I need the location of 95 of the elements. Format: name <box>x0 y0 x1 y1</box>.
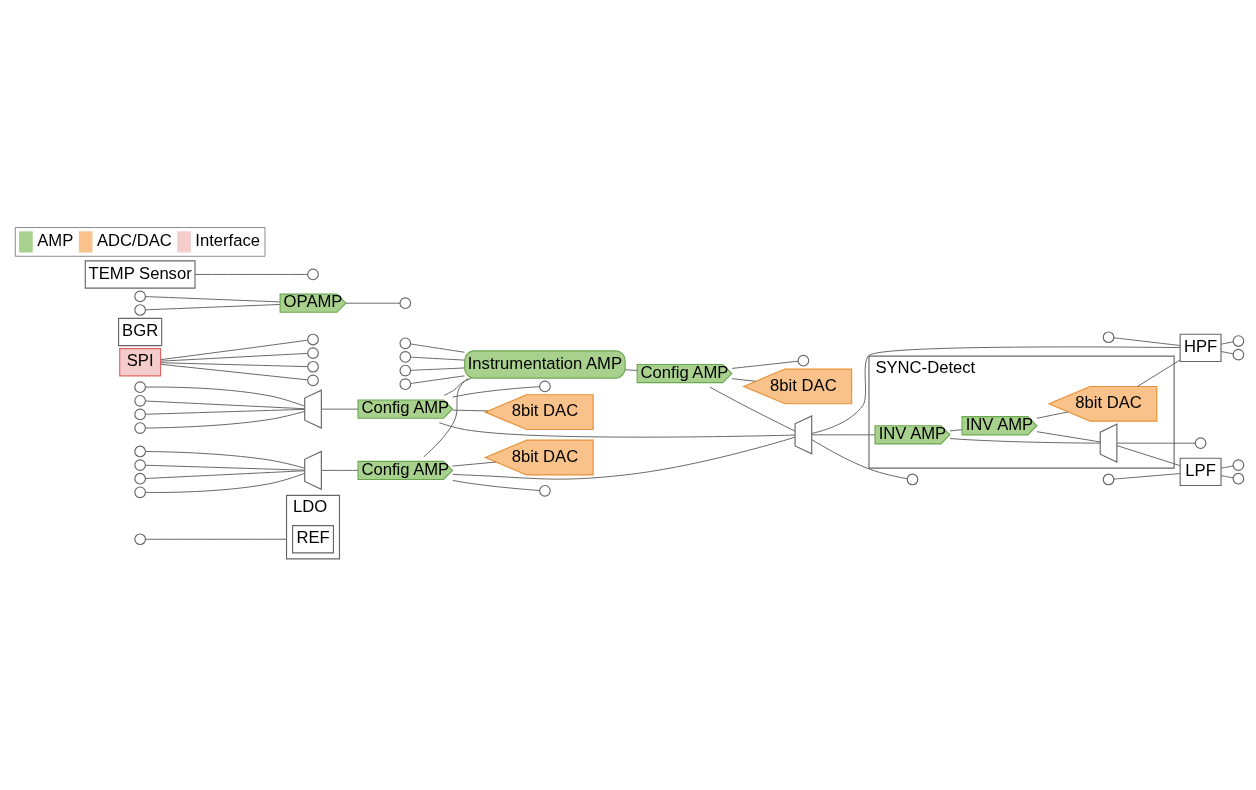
node-circle <box>399 296 412 309</box>
connector <box>624 368 638 371</box>
connector <box>452 461 497 467</box>
connector <box>811 438 908 479</box>
connector <box>321 469 359 471</box>
node-circle <box>399 364 412 376</box>
connector <box>709 386 796 432</box>
node-box: BGR <box>118 317 163 346</box>
connector <box>194 273 309 275</box>
connector <box>1220 474 1234 478</box>
legend-label: ADC/DAC <box>97 230 172 250</box>
node-trapezoid <box>1099 422 1118 463</box>
connector <box>345 302 401 304</box>
connector <box>452 409 489 411</box>
connector <box>1220 350 1234 354</box>
connector <box>410 356 465 361</box>
connector <box>452 385 540 398</box>
node-circle <box>1232 348 1245 360</box>
node-circle <box>1232 334 1245 347</box>
node-circle <box>134 394 146 407</box>
node-circle <box>1102 330 1115 343</box>
node-circle <box>906 473 919 485</box>
node-circle <box>307 360 319 373</box>
node-circle <box>307 333 319 345</box>
connector <box>1220 340 1234 345</box>
node-circle <box>134 421 146 434</box>
connector <box>1116 444 1181 466</box>
connector <box>145 464 306 471</box>
connector <box>145 303 281 310</box>
connector <box>145 410 305 428</box>
connector <box>438 421 796 438</box>
connector <box>423 377 469 457</box>
connector <box>160 339 309 360</box>
node-box: REF <box>292 524 334 553</box>
node-box: Instrumentation AMP <box>464 349 626 379</box>
node-box: LPF <box>1179 457 1222 486</box>
node-circle <box>539 380 551 392</box>
node-circle <box>1232 472 1245 485</box>
connector <box>811 433 876 435</box>
connector <box>145 469 306 479</box>
node-circle <box>307 374 319 386</box>
connector <box>145 538 288 540</box>
connector <box>731 360 799 369</box>
connector <box>160 352 309 362</box>
connector <box>1113 472 1181 480</box>
legend-label: AMP <box>37 230 74 250</box>
connector <box>160 363 309 380</box>
node-circle <box>307 268 319 280</box>
node-circle <box>399 350 412 363</box>
node-circle <box>134 408 146 420</box>
connector <box>949 437 1101 444</box>
legend-label: Interface <box>195 230 261 250</box>
node-trapezoid <box>304 388 322 429</box>
connector <box>452 479 540 491</box>
node-circle <box>399 377 412 390</box>
connector <box>410 367 465 371</box>
node-circle <box>307 346 319 359</box>
connector <box>731 377 757 382</box>
node-circle <box>1194 436 1207 449</box>
node-trapezoid <box>794 414 813 455</box>
connector <box>321 408 359 410</box>
connector <box>410 343 465 353</box>
node-circle <box>1232 458 1245 471</box>
connector <box>145 408 306 415</box>
connector <box>1036 430 1101 442</box>
connector <box>160 361 309 367</box>
node-box: HPF <box>1179 333 1222 362</box>
node-circle <box>134 458 146 471</box>
connector <box>1136 359 1181 387</box>
node-trapezoid <box>304 450 322 490</box>
node-circle <box>134 290 146 302</box>
node-circle <box>134 380 146 393</box>
node-box: TEMP Sensor <box>84 259 196 289</box>
node-circle <box>1102 473 1115 485</box>
node-circle <box>134 472 146 485</box>
node-circle <box>134 303 146 316</box>
connector <box>145 386 306 407</box>
connector <box>949 428 963 431</box>
connector <box>1116 442 1196 444</box>
node-circle <box>399 336 412 349</box>
connector <box>1036 410 1069 419</box>
node-circle <box>797 354 810 367</box>
connector <box>145 295 281 302</box>
connector <box>145 450 305 469</box>
node-box: SPI <box>119 347 162 376</box>
connector <box>1113 336 1181 346</box>
connector <box>145 400 306 409</box>
connector <box>443 377 473 396</box>
connector <box>145 472 306 493</box>
node-circle <box>134 486 146 498</box>
node-circle <box>134 532 146 545</box>
connector <box>1220 464 1234 469</box>
node-circle <box>539 484 551 497</box>
node-circle <box>134 445 146 457</box>
connector <box>410 374 465 384</box>
